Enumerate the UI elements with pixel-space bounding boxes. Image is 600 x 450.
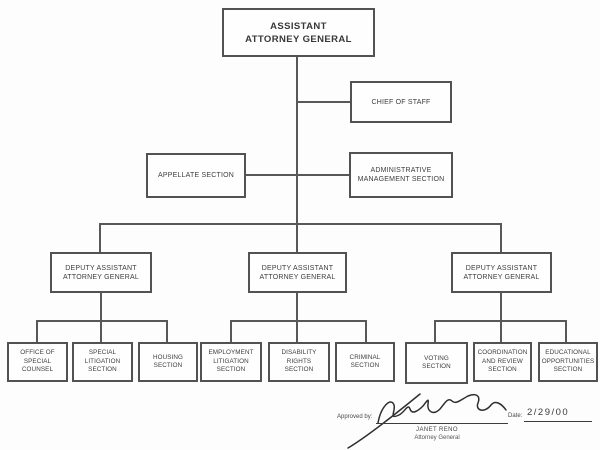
org-box-appellate-section: APPELLATE SECTION bbox=[146, 153, 246, 198]
date-value: 2/29/00 bbox=[527, 407, 570, 418]
connector-group1-middle bbox=[100, 293, 102, 342]
connector-group3-bus bbox=[434, 320, 567, 322]
connector-group2-middle bbox=[296, 293, 298, 342]
signatory-title: Attorney General bbox=[414, 435, 460, 441]
org-box-deputy-assistant-attorney-general-2: DEPUTY ASSISTANT ATTORNEY GENERAL bbox=[248, 252, 347, 293]
org-box-chief-of-staff: CHIEF OF STAFF bbox=[350, 81, 452, 123]
connector-deputy3-drop bbox=[500, 223, 502, 252]
org-box-educational-opportunities-section: EDUCATIONAL OPPORTUNITIES SECTION bbox=[538, 342, 598, 382]
date-underline bbox=[524, 421, 592, 422]
connector-group3-right-drop bbox=[565, 320, 567, 342]
connector-trunk bbox=[296, 57, 298, 252]
org-box-administrative-management-section: ADMINISTRATIVE MANAGEMENT SECTION bbox=[349, 152, 453, 198]
org-box-assistant-attorney-general: ASSISTANT ATTORNEY GENERAL bbox=[222, 8, 375, 57]
approved-by-label: Approved by: bbox=[337, 414, 373, 420]
org-box-deputy-assistant-attorney-general-1: DEPUTY ASSISTANT ATTORNEY GENERAL bbox=[50, 252, 152, 293]
org-box-disability-rights-section: DISABILITY RIGHTS SECTION bbox=[268, 342, 330, 382]
connector-group2-bus bbox=[230, 320, 367, 322]
connector-group1-left-drop bbox=[36, 320, 38, 342]
org-box-special-litigation-section: SPECIAL LITIGATION SECTION bbox=[72, 342, 133, 382]
org-box-voting-section: VOTING SECTION bbox=[405, 342, 468, 384]
connector-main-bus bbox=[99, 223, 502, 225]
connector-deputy1-drop bbox=[99, 223, 101, 252]
org-box-housing-section: HOUSING SECTION bbox=[138, 342, 198, 382]
connector-group1-bus bbox=[36, 320, 168, 322]
date-label: Date: bbox=[508, 413, 523, 419]
org-box-office-of-special-counsel: OFFICE OF SPECIAL COUNSEL bbox=[7, 342, 68, 382]
connector-group2-right-drop bbox=[365, 320, 367, 342]
signature-janet-reno bbox=[347, 393, 507, 449]
org-box-deputy-assistant-attorney-general-3: DEPUTY ASSISTANT ATTORNEY GENERAL bbox=[451, 252, 552, 293]
org-box-employment-litigation-section: EMPLOYMENT LITIGATION SECTION bbox=[200, 342, 262, 382]
connector-group3-middle bbox=[500, 293, 502, 342]
connector-appellate-admin bbox=[246, 174, 349, 176]
signature-line bbox=[376, 423, 508, 424]
org-box-criminal-section: CRIMINAL SECTION bbox=[335, 342, 395, 382]
connector-group3-left-drop bbox=[434, 320, 436, 342]
connector-chief-of-staff bbox=[297, 101, 351, 103]
connector-group1-right-drop bbox=[166, 320, 168, 342]
connector-group2-left-drop bbox=[230, 320, 232, 342]
org-box-coordination-and-review-section: COORDINATION AND REVIEW SECTION bbox=[473, 342, 532, 382]
signatory-name: JANET RENO bbox=[416, 427, 458, 433]
